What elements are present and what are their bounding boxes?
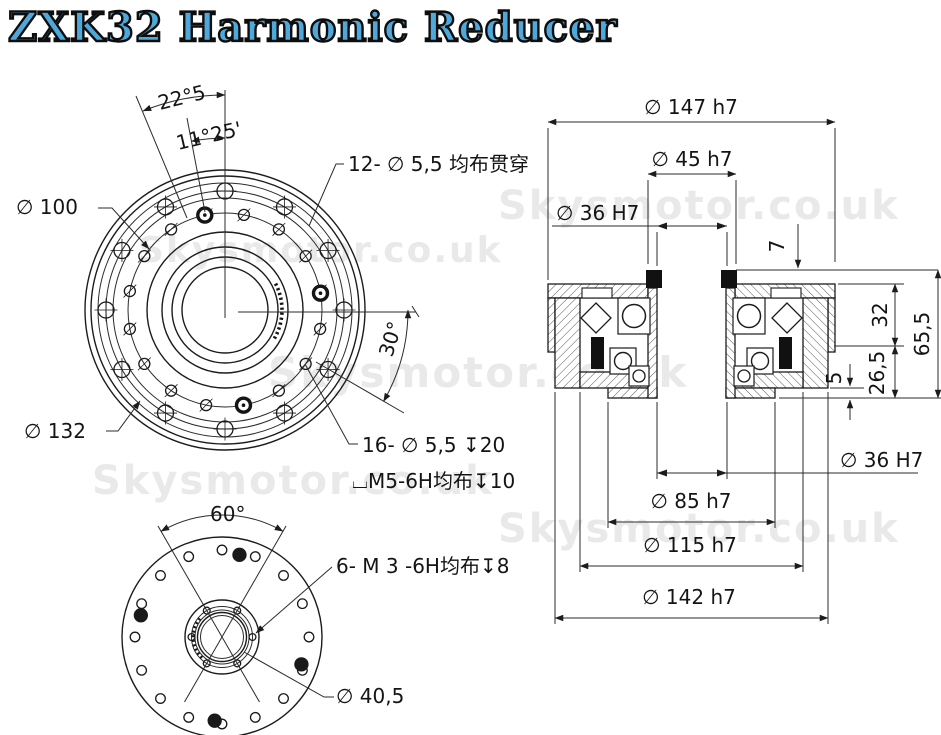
dim-arc-22-5 [142, 91, 226, 112]
front-holes-12 [94, 179, 356, 441]
dowel-hole [196, 206, 214, 224]
page-title: ZXK32 Harmonic Reducer [7, 3, 618, 52]
section-view: ∅ 147 h7 ∅ 45 h7 ∅ 36 H7 7 32 26,5 65,5 … [547, 95, 941, 624]
dim-dia-36-top: ∅ 36 H7 [556, 201, 639, 225]
section-right-half [720, 269, 836, 399]
label-dia-132: ∅ 132 [24, 419, 86, 443]
rear-hub [184, 599, 260, 675]
dim-7: 7 [765, 240, 789, 253]
dim-5: 5 [822, 372, 846, 385]
front-view: 22°5 11°25' 30° 12- ∅ 5,5 均布贯穿 ∅ 100 ∅ 1… [16, 80, 529, 493]
label-6-holes: 6- M 3 -6H均布↧8 [336, 554, 509, 578]
seal [591, 337, 604, 369]
label-16-holes-thread: ⌴M5-6H均布↧10 [352, 469, 515, 493]
leader-dia-40-5 [243, 651, 334, 698]
rear-hole-filled [133, 608, 149, 623]
dim-dia-36-bottom: ∅ 36 H7 [840, 448, 923, 472]
label-12-holes: 12- ∅ 5,5 均布贯穿 [348, 152, 529, 176]
dim-angle-60: 60° [210, 502, 245, 526]
rear-holes-16 [129, 544, 315, 730]
dim-angle-22-5: 22°5 [155, 80, 208, 115]
dim-dia-142: ∅ 142 h7 [642, 585, 736, 609]
rear-outer-rim [121, 536, 323, 735]
rear-holes-6 [187, 606, 257, 668]
dim-arc-60 [160, 514, 284, 532]
engraving-mark [191, 617, 205, 661]
leader-6-holes [255, 566, 333, 634]
seal [646, 270, 662, 288]
leader-16-holes [304, 363, 358, 445]
dim-angle-30: 30° [374, 319, 407, 360]
dim-65-5: 65,5 [910, 312, 934, 357]
rear-hole-filled [232, 547, 247, 562]
dim-32: 32 [868, 302, 892, 327]
dim-dia-115: ∅ 115 h7 [643, 533, 737, 557]
dim-26-5: 26,5 [865, 351, 889, 396]
dowel-hole [234, 396, 253, 414]
extension-lines [547, 128, 941, 624]
dim-arc-30 [383, 309, 412, 402]
rear-view: 60° 6- M 3 -6H均布↧8 ∅ 40,5 [121, 502, 509, 735]
bearing [632, 369, 646, 383]
rear-bore [196, 611, 248, 663]
dim-dia-147: ∅ 147 h7 [644, 95, 738, 119]
rear-hole-filled [294, 657, 309, 672]
engraving-mark [272, 282, 284, 340]
section-left-half [547, 270, 662, 399]
bearing [613, 351, 633, 371]
label-dia-40-5: ∅ 40,5 [336, 684, 404, 708]
label-dia-100: ∅ 100 [16, 195, 78, 219]
rear-hole-filled [207, 713, 222, 728]
label-16-holes: 16- ∅ 5,5 ↧20 [362, 433, 505, 457]
dim-dia-45: ∅ 45 h7 [652, 147, 733, 171]
dimension-lines [547, 118, 941, 622]
bearing [621, 303, 647, 329]
leader-dia-100 [98, 207, 150, 250]
leader-12-holes [308, 163, 344, 227]
cross-roller [580, 302, 612, 334]
dowel-hole [311, 284, 330, 302]
dim-dia-85: ∅ 85 h7 [651, 489, 732, 513]
dim-arc-11-25 [191, 134, 226, 143]
leader-dia-132 [106, 400, 141, 432]
dim-angle-11-25: 11°25' [174, 117, 244, 155]
